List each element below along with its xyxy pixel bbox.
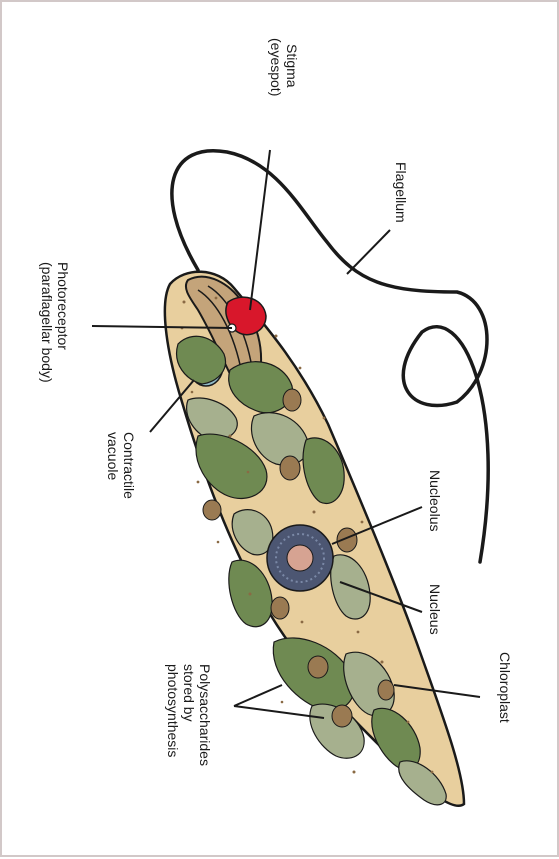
label-nucleolus-line1: Nucleolus (427, 470, 443, 531)
polysaccharide-granule (271, 597, 289, 619)
label-nucleus-line1: Nucleus (427, 584, 443, 635)
polysaccharide-granule (308, 656, 328, 678)
label-contractile-vacuole: Contractile vacuole (105, 432, 137, 499)
polysaccharide-granule (332, 705, 352, 727)
nucleolus (287, 545, 313, 571)
label-polysaccharides-line2: stored by (181, 664, 197, 722)
label-polysaccharides: Polysaccharides stored by photosynthesis (165, 664, 213, 766)
label-stigma-line2: (eyespot) (268, 38, 284, 96)
polysaccharide-granule (203, 500, 221, 520)
polysaccharide-granule (378, 680, 394, 700)
label-polysaccharides-line1: Polysaccharides (197, 664, 213, 766)
label-chloroplast-line1: Chloroplast (497, 652, 513, 723)
polysaccharide-granule (283, 389, 301, 411)
label-contractile-vacuole-line2: vacuole (105, 432, 121, 480)
label-nucleolus: Nucleolus (427, 470, 443, 531)
label-flagellum-line1: Flagellum (393, 162, 409, 223)
label-contractile-vacuole-line1: Contractile (121, 432, 137, 499)
polysaccharide-granule (280, 456, 300, 480)
leader-line-flagellum (347, 230, 390, 274)
leader-line-polysaccharide-a (234, 685, 282, 706)
label-polysaccharides-line3: photosynthesis (165, 664, 181, 757)
label-nucleus: Nucleus (427, 584, 443, 635)
label-photoreceptor: Photoreceptor (paraflagellar body) (39, 262, 71, 383)
label-photoreceptor-line2: (paraflagellar body) (39, 262, 55, 383)
leader-line-stigma (250, 150, 270, 310)
label-photoreceptor-line1: Photoreceptor (55, 262, 71, 350)
label-stigma-line1: Stigma (284, 44, 300, 88)
label-stigma: Stigma (eyespot) (268, 38, 300, 96)
label-flagellum: Flagellum (393, 162, 409, 223)
label-chloroplast: Chloroplast (497, 652, 513, 723)
